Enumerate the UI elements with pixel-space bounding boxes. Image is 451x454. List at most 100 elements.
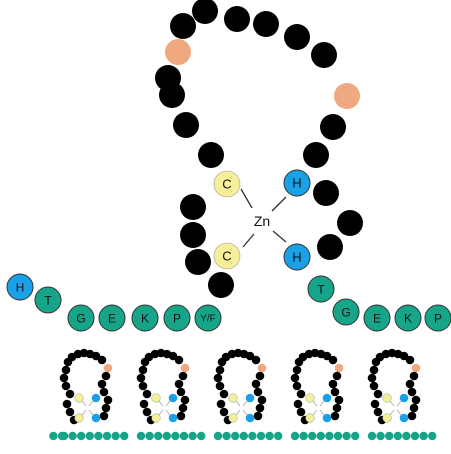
- residue-circle: [180, 194, 206, 220]
- mini-residue: [253, 411, 263, 421]
- histidine-residue-top: H: [283, 169, 311, 197]
- mini-cysteine: [382, 413, 392, 423]
- mini-residue: [257, 395, 267, 405]
- left-linker-residue: P: [163, 304, 191, 332]
- mini-linker-residue: [419, 431, 428, 441]
- mini-linker-residue: [197, 431, 206, 441]
- mini-hydrophobic-residue: [180, 363, 190, 373]
- mini-linker-residue: [325, 431, 334, 441]
- mini-residue: [138, 365, 148, 375]
- zinc-ion-label: Zn: [254, 213, 270, 229]
- mini-linker-residue: [136, 431, 146, 441]
- mini-residue: [405, 379, 415, 389]
- mini-residue: [142, 389, 152, 399]
- residue-circle: [303, 142, 329, 168]
- mini-residue: [136, 373, 146, 383]
- residue-circle: [155, 65, 181, 91]
- mini-histidine: [168, 413, 178, 423]
- mini-residue: [367, 373, 377, 383]
- left-linker-residue-label: Y/F: [200, 314, 216, 325]
- left-linker-residue: K: [131, 304, 159, 332]
- mini-hydrophobic-residue: [257, 363, 267, 373]
- mini-residue: [180, 395, 190, 405]
- mini-bond: [312, 409, 318, 416]
- mini-residue: [290, 373, 300, 383]
- right-linker-residue-label: G: [341, 305, 350, 319]
- mini-residue: [213, 373, 223, 383]
- mini-residue: [292, 381, 302, 391]
- mini-bond: [88, 409, 94, 416]
- mini-linker-residue: [85, 431, 95, 441]
- mini-bond: [396, 400, 402, 407]
- residue-circle: [180, 222, 206, 248]
- mini-bond: [81, 409, 87, 416]
- mini-linker-residue: [308, 431, 317, 441]
- left-linker-residue-label: G: [76, 311, 85, 325]
- mini-linker-residue: [231, 431, 240, 441]
- left-linker-residue: T: [34, 286, 62, 314]
- mini-linker-residue: [162, 431, 171, 441]
- residue-circle: [173, 112, 199, 138]
- zinc-finger-repeat: [367, 348, 437, 441]
- mini-residue: [332, 403, 342, 413]
- mini-histidine: [91, 413, 101, 423]
- mini-residue: [251, 379, 261, 389]
- mini-linker-residue: [385, 431, 394, 441]
- mini-residue: [219, 389, 229, 399]
- mini-residue: [97, 379, 107, 389]
- mini-hydrophobic-residue: [411, 363, 421, 373]
- mini-linker-residue: [213, 431, 223, 441]
- linker-histidine-label: H: [16, 280, 25, 294]
- right-linker-residue: E: [363, 304, 391, 332]
- mini-linker-residue: [316, 431, 325, 441]
- zinc-finger-repeat: [136, 348, 206, 441]
- mini-linker-residue: [154, 431, 163, 441]
- left-linker-residue-label: T: [44, 293, 52, 307]
- hydrophobic-residue: [165, 39, 191, 65]
- residue-circle: [337, 210, 363, 236]
- zinc-finger-repeat: [213, 348, 283, 441]
- mini-bond: [88, 400, 94, 407]
- mini-bond: [158, 409, 164, 416]
- mini-residue: [174, 379, 184, 389]
- mini-bond: [312, 400, 318, 407]
- mini-linker-residue: [333, 431, 343, 441]
- mini-residue: [407, 411, 417, 421]
- mini-linker-residue: [265, 431, 274, 441]
- mini-residue: [292, 365, 302, 375]
- mini-residue: [409, 403, 419, 413]
- mini-linker-residue: [351, 431, 360, 441]
- mini-residue: [61, 365, 71, 375]
- residue-circle: [192, 0, 218, 24]
- mini-residue: [332, 371, 342, 381]
- mini-cysteine: [305, 393, 315, 403]
- left-linker-residue-label: E: [108, 311, 116, 325]
- left-linker-residue: E: [98, 304, 126, 332]
- cysteine-residue-bottom: C: [213, 242, 241, 270]
- mini-residue: [176, 411, 186, 421]
- mini-residue: [330, 411, 340, 421]
- mini-residue: [215, 381, 225, 391]
- mini-cysteine: [151, 393, 161, 403]
- right-linker-residue: G: [332, 298, 360, 326]
- mini-residue: [101, 371, 111, 381]
- mini-residue: [97, 355, 107, 365]
- right-linker-residue-label: T: [317, 282, 325, 296]
- mini-linker-residue: [239, 431, 248, 441]
- zn-bond-line: [272, 230, 287, 243]
- mini-bond: [235, 409, 241, 416]
- mini-bond: [158, 400, 164, 407]
- mini-linker-residue: [49, 431, 58, 441]
- hydrophobic-residue: [334, 83, 360, 109]
- mini-residue: [216, 399, 226, 409]
- mini-cysteine: [228, 393, 238, 403]
- mini-residue: [178, 371, 188, 381]
- mini-residue: [296, 389, 306, 399]
- mini-residue: [411, 395, 421, 405]
- mini-residue: [62, 399, 72, 409]
- mini-residue: [178, 403, 188, 413]
- zinc-finger-repeats: [49, 348, 437, 441]
